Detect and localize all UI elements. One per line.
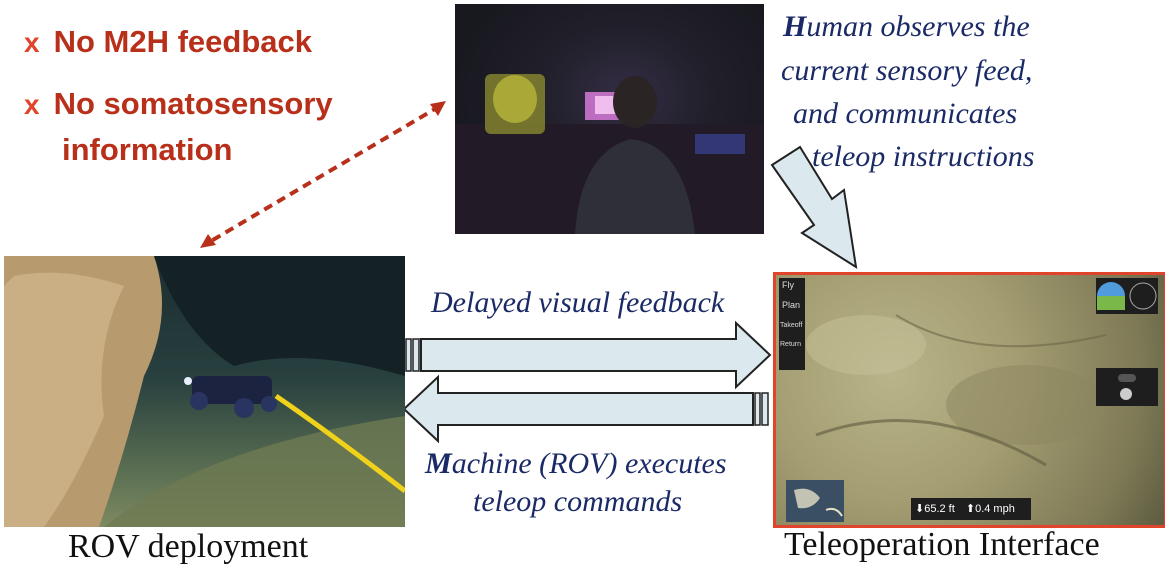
human-operator-illustration <box>455 4 764 234</box>
dashed-arrowhead-top <box>430 101 446 116</box>
human-caption-line3: and communicates <box>793 97 1018 130</box>
delayed-feedback-arrow <box>420 320 772 390</box>
hud-menu-fly[interactable]: Fly <box>782 280 794 290</box>
hud-menu-takeoff[interactable]: Takeoff <box>780 322 803 329</box>
rov-robot-icon <box>184 376 277 418</box>
machine-caption-line1: Machine (ROV) executes <box>425 447 727 480</box>
seabed-texture <box>806 314 1107 467</box>
x-mark-icon: x <box>24 89 40 120</box>
human-caption-line1: Human observes the <box>783 10 1030 43</box>
delayed-feedback-caption: Delayed visual feedback <box>431 286 725 319</box>
rov-cave-illustration <box>4 256 405 527</box>
speed-readout: 0.4 mph <box>975 503 1015 515</box>
dashed-arrowhead-bottom <box>200 234 216 248</box>
hud-menu-return[interactable]: Return <box>780 341 802 348</box>
depth-readout: 65.2 ft <box>924 503 955 515</box>
human-caption-line2: current sensory feed, <box>781 54 1033 87</box>
command-arrow <box>402 374 754 444</box>
human-to-interface-arrow <box>770 145 858 270</box>
rov-deployment-photo <box>4 256 405 527</box>
tether-cable <box>274 393 405 493</box>
machine-caption-line2: teleop commands <box>473 485 683 518</box>
hud-menu[interactable]: Fly Plan Takeoff Return <box>779 278 805 370</box>
human-operator-photo <box>455 4 764 234</box>
rov-deployment-label: ROV deployment <box>68 528 309 565</box>
x-mark-icon: x <box>24 27 40 58</box>
note-information: information <box>62 132 233 167</box>
depth-arrow-icon: ⬇ <box>915 503 925 515</box>
hud-telemetry: ⬇65.2 ft ⬆0.4 mph <box>911 498 1031 520</box>
human-caption-line4: teleop instructions <box>812 140 1035 173</box>
teleoperation-interface-label: Teleoperation Interface <box>784 526 1100 563</box>
hud-minimap[interactable] <box>786 480 844 522</box>
teleoperation-interface-screenshot: Fly Plan Takeoff Return ⬇65.2 ft ⬆0.4 mp… <box>773 272 1165 528</box>
hud-attitude-compass <box>1096 278 1158 314</box>
hud-menu-plan[interactable]: Plan <box>782 300 801 310</box>
hud-camera-controls[interactable] <box>1096 368 1158 406</box>
dashed-feedback-arrow <box>204 104 442 246</box>
speed-arrow-icon: ⬆ <box>965 503 976 515</box>
record-button-icon <box>1120 388 1132 400</box>
